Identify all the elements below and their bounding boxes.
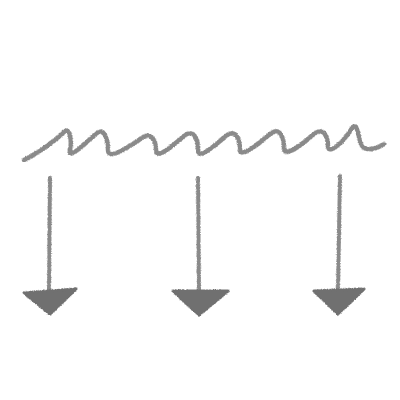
down-arrow-icon [22,176,78,316]
arrow-shaft [196,176,201,294]
down-arrow-icon [312,174,366,316]
wavy-line-icon [21,123,387,163]
arrow-head [22,287,78,316]
arrow-shaft [336,174,342,292]
arrow-head [171,289,230,317]
down-arrow-icon [171,176,230,317]
arrow-shaft [47,176,52,294]
arrow-head [312,287,366,316]
